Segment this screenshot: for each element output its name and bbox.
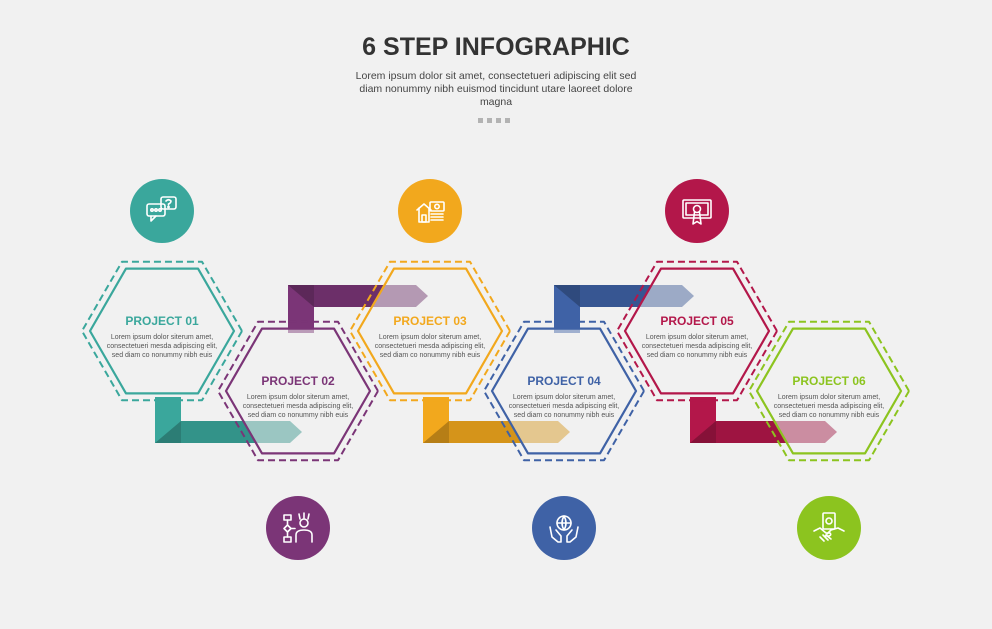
step-4-hexagon-dashed-outline (483, 320, 645, 462)
step-4-hexagon (490, 327, 638, 455)
page-subtitle: Lorem ipsum dolor sit amet, consectetuer… (355, 70, 637, 108)
step-2-hexagon-dashed-outline (217, 320, 379, 462)
step-5-icon-circle (665, 179, 729, 243)
handshake-money-icon (813, 512, 845, 542)
step-2-title: PROJECT 02 (261, 374, 335, 388)
step-3-desc: Lorem ipsum dolor siterum amet, consecte… (374, 334, 486, 359)
step-4-icon-circle (532, 496, 596, 560)
house-money-icon (416, 201, 445, 223)
step-4-desc: Lorem ipsum dolor siterum amet, consecte… (508, 394, 620, 419)
step-3-title: PROJECT 03 (393, 314, 467, 328)
divider-dot (505, 118, 510, 123)
connector-fold (690, 421, 716, 443)
connector-fold (155, 421, 181, 443)
connector-fold (423, 421, 449, 443)
hands-globe-icon (549, 515, 579, 543)
step-6-title: PROJECT 06 (792, 374, 866, 388)
step-5-hexagon (623, 267, 771, 395)
page-title: 6 STEP INFOGRAPHIC (362, 33, 630, 61)
step-1-title: PROJECT 01 (125, 314, 199, 328)
person-flowchart-icon (283, 512, 313, 543)
step-6-hexagon-dashed-outline (748, 320, 910, 462)
divider-dot (496, 118, 501, 123)
step-6-icon-circle (797, 496, 861, 560)
step-3-icon-circle (398, 179, 462, 243)
step-2-desc: Lorem ipsum dolor siterum amet, consecte… (242, 394, 354, 419)
step-1-icon-circle (130, 179, 194, 243)
divider-dot (487, 118, 492, 123)
connector-fold (554, 285, 580, 307)
step-5-hexagon-dashed-outline (616, 260, 778, 402)
step-1-desc: Lorem ipsum dolor siterum amet, consecte… (106, 334, 218, 359)
step-1-hexagon (88, 267, 236, 395)
step-5-title: PROJECT 05 (660, 314, 734, 328)
step-2-hexagon (224, 327, 372, 455)
step-6-desc: Lorem ipsum dolor siterum amet, consecte… (773, 394, 885, 419)
step-2-icon-circle (266, 496, 330, 560)
step-3-hexagon-dashed-outline (349, 260, 511, 402)
step-5-desc: Lorem ipsum dolor siterum amet, consecte… (641, 334, 753, 359)
divider-dots (478, 118, 510, 123)
divider-dot (478, 118, 483, 123)
chat-question-icon (146, 196, 177, 222)
step-1-hexagon-dashed-outline (81, 260, 243, 402)
step-3-hexagon (356, 267, 504, 395)
connector-fold (288, 285, 314, 307)
certificate-icon (682, 199, 712, 225)
step-4-title: PROJECT 04 (527, 374, 601, 388)
step-6-hexagon (755, 327, 903, 455)
